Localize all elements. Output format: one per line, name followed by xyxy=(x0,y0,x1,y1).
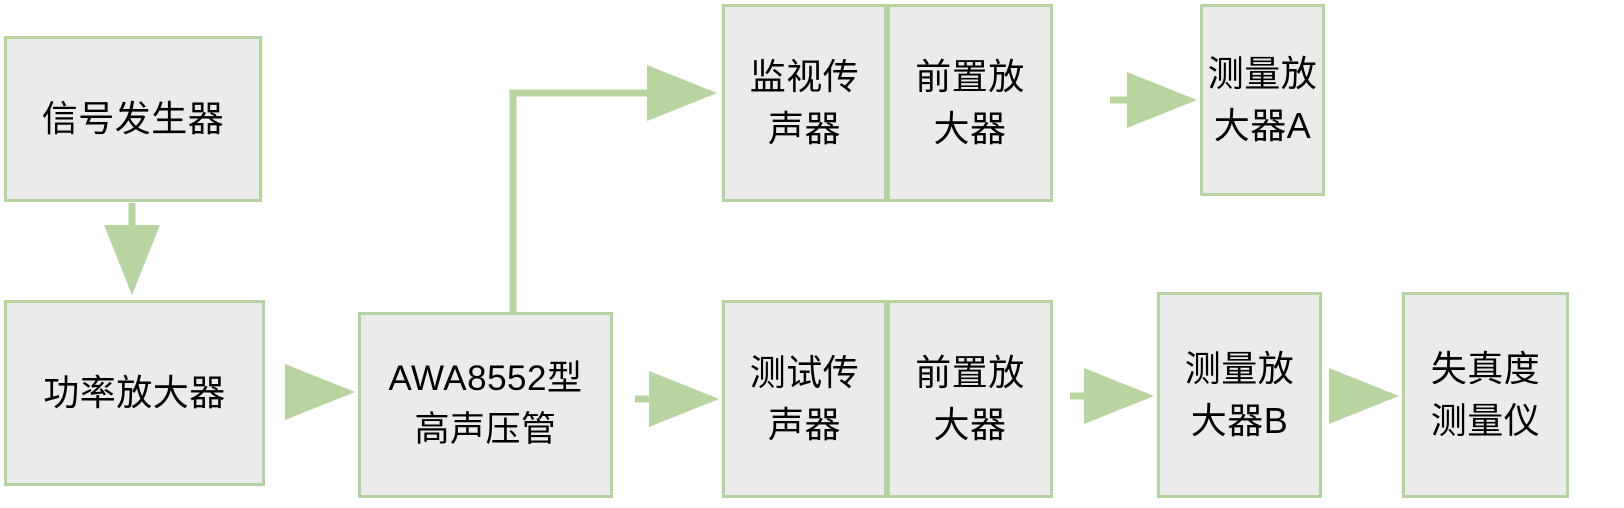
node-label-line-2: 大器A xyxy=(1213,105,1312,146)
node-power-amplifier[interactable]: 功率放大器 xyxy=(4,300,265,486)
node-label-line-2: 声器 xyxy=(767,404,841,445)
node-monitor-microphone[interactable]: 监视传 声器 xyxy=(722,4,887,202)
node-label-line-1: AWA8552型 xyxy=(388,359,583,399)
node-label: 功率放大器 xyxy=(43,371,226,413)
node-signal-generator[interactable]: 信号发生器 xyxy=(4,36,262,202)
node-label-line-1: 前置放 xyxy=(915,351,1025,393)
node-label: 信号发生器 xyxy=(41,97,225,139)
node-label-line-1: 测试传 xyxy=(749,351,860,393)
node-awa8552-high-sound-pressure-tube[interactable]: AWA8552型 高声压管 xyxy=(358,312,613,498)
edge-awa8552-to-monitor-microphone xyxy=(509,65,717,312)
node-measuring-amplifier-a[interactable]: 测量放 大器A xyxy=(1200,4,1325,196)
node-label-line-1: 失真度 xyxy=(1430,347,1541,389)
node-label-line-2: 大器 xyxy=(933,108,1007,149)
node-preamplifier-top[interactable]: 前置放 大器 xyxy=(887,4,1053,202)
node-label-line-1: 监视传 xyxy=(749,55,860,97)
node-distortion-meter[interactable]: 失真度 测量仪 xyxy=(1402,292,1569,498)
node-label-line-2: 高声压管 xyxy=(414,410,557,449)
node-label-line-1: 测量放 xyxy=(1184,347,1295,389)
node-label-line-2: 大器B xyxy=(1190,400,1289,441)
node-label-line-1: 前置放 xyxy=(915,55,1025,97)
node-label-line-1: 测量放 xyxy=(1207,52,1318,94)
node-label-line-2: 大器 xyxy=(933,404,1007,445)
node-label-line-2: 声器 xyxy=(767,108,841,149)
node-preamplifier-bottom[interactable]: 前置放 大器 xyxy=(887,300,1053,498)
node-measuring-amplifier-b[interactable]: 测量放 大器B xyxy=(1157,292,1322,498)
node-label-line-2: 测量仪 xyxy=(1430,400,1541,441)
node-test-microphone[interactable]: 测试传 声器 xyxy=(722,300,887,498)
